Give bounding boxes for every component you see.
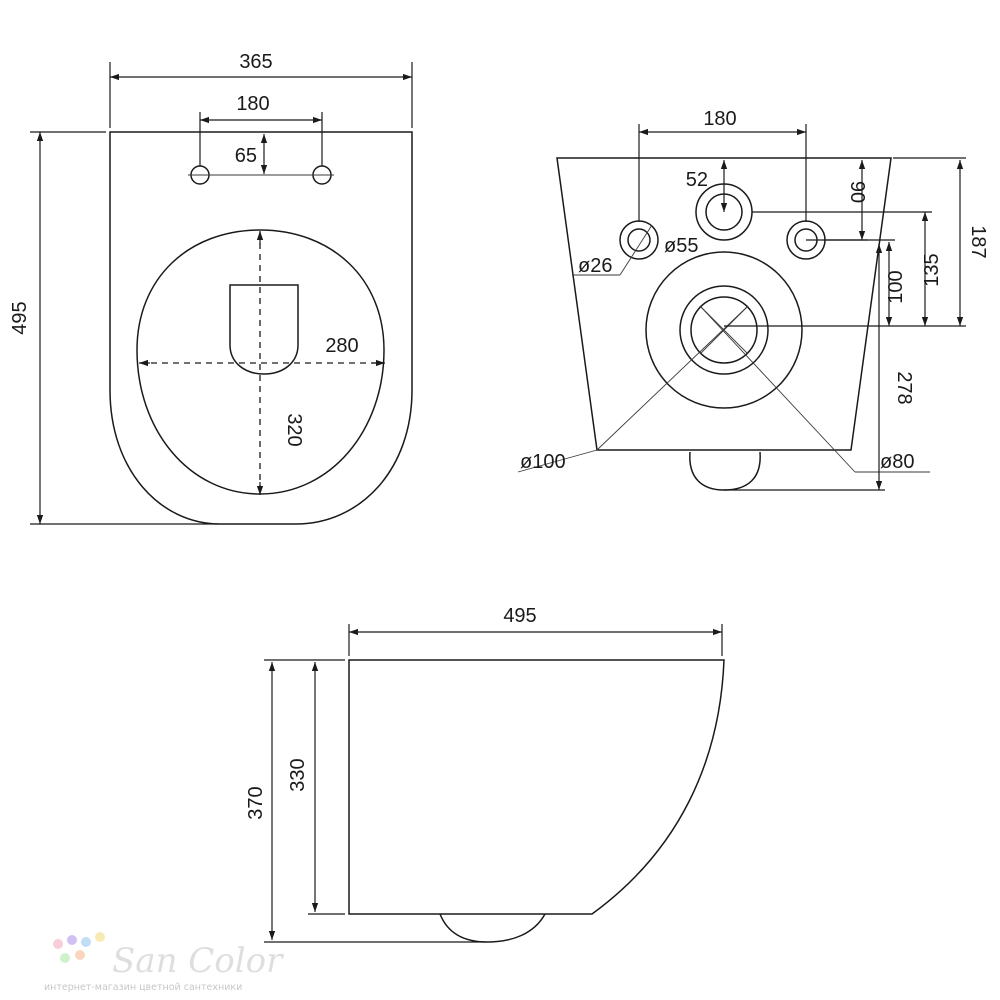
top-view-drain-opening <box>229 284 299 375</box>
watermark-dot <box>53 939 63 949</box>
top-view-length-label: 495 <box>9 301 31 334</box>
side-view: 495 370 330 <box>245 605 725 943</box>
rear-view-center-hole-diameter-label: ø55 <box>664 235 698 257</box>
top-view-hole-spacing-label: 180 <box>236 93 269 115</box>
watermark-dot <box>75 950 85 960</box>
watermark-dot <box>95 932 105 942</box>
leader-outlet-outer <box>596 305 749 451</box>
top-view-outline <box>109 131 413 525</box>
watermark: San Color интернет-магазин цветной санте… <box>44 932 284 993</box>
rear-view-outlet-outer <box>645 251 803 409</box>
top-view-width-label: 365 <box>239 51 272 73</box>
watermark-dot <box>81 937 91 947</box>
rear-view-hole-height-label: 90 <box>846 181 868 203</box>
rear-view-left-hole-inner <box>627 228 651 252</box>
side-view-length-label: 495 <box>503 605 536 627</box>
rear-view-outlet-pipe <box>690 296 758 364</box>
rear-view-side-hole-offset-label: 100 <box>885 270 907 303</box>
rear-view-hole-spacing-label: 180 <box>703 108 736 130</box>
top-view-hole-offset-label: 65 <box>235 145 257 167</box>
rear-view-outlet-inner-diameter-label: ø80 <box>880 451 914 473</box>
watermark-dot <box>60 953 70 963</box>
rear-view-height-label: 187 <box>967 225 989 258</box>
top-view: 365 180 65 495 280 320 <box>9 51 413 525</box>
watermark-tagline: интернет-магазин цветной сантехники <box>44 982 242 993</box>
side-view-height-label: 370 <box>245 786 267 819</box>
leader-side-hole <box>619 224 653 276</box>
rear-view-outlet-outer-diameter-label: ø100 <box>520 451 566 473</box>
leader-outlet-outer-tail <box>517 449 598 473</box>
watermark-dot <box>67 935 77 945</box>
rear-view: 180 52 90 187 135 100 278 ø26 ø55 ø100 ø… <box>517 108 989 491</box>
rear-view-outline <box>556 157 892 451</box>
rear-view-center-hole-height-label: 52 <box>686 169 708 191</box>
side-view-body-height-label: 330 <box>287 758 309 791</box>
rear-view-left-hole-outer <box>619 220 659 260</box>
rear-view-center-hole-offset-label: 135 <box>921 253 943 286</box>
side-view-outline <box>348 659 725 915</box>
top-view-bowl-width-label: 280 <box>325 335 358 357</box>
rear-view-outlet-height-label: 278 <box>893 371 915 404</box>
top-view-bowl-length-label: 320 <box>283 413 305 446</box>
leader-outlet-inner <box>699 305 856 473</box>
watermark-brand: San Color <box>112 941 284 981</box>
rear-view-foot <box>689 451 761 491</box>
rear-view-outlet-inner <box>679 285 769 375</box>
rear-view-side-hole-diameter-label: ø26 <box>578 255 612 277</box>
side-view-foot <box>439 913 546 943</box>
watermark-dots <box>53 932 105 963</box>
